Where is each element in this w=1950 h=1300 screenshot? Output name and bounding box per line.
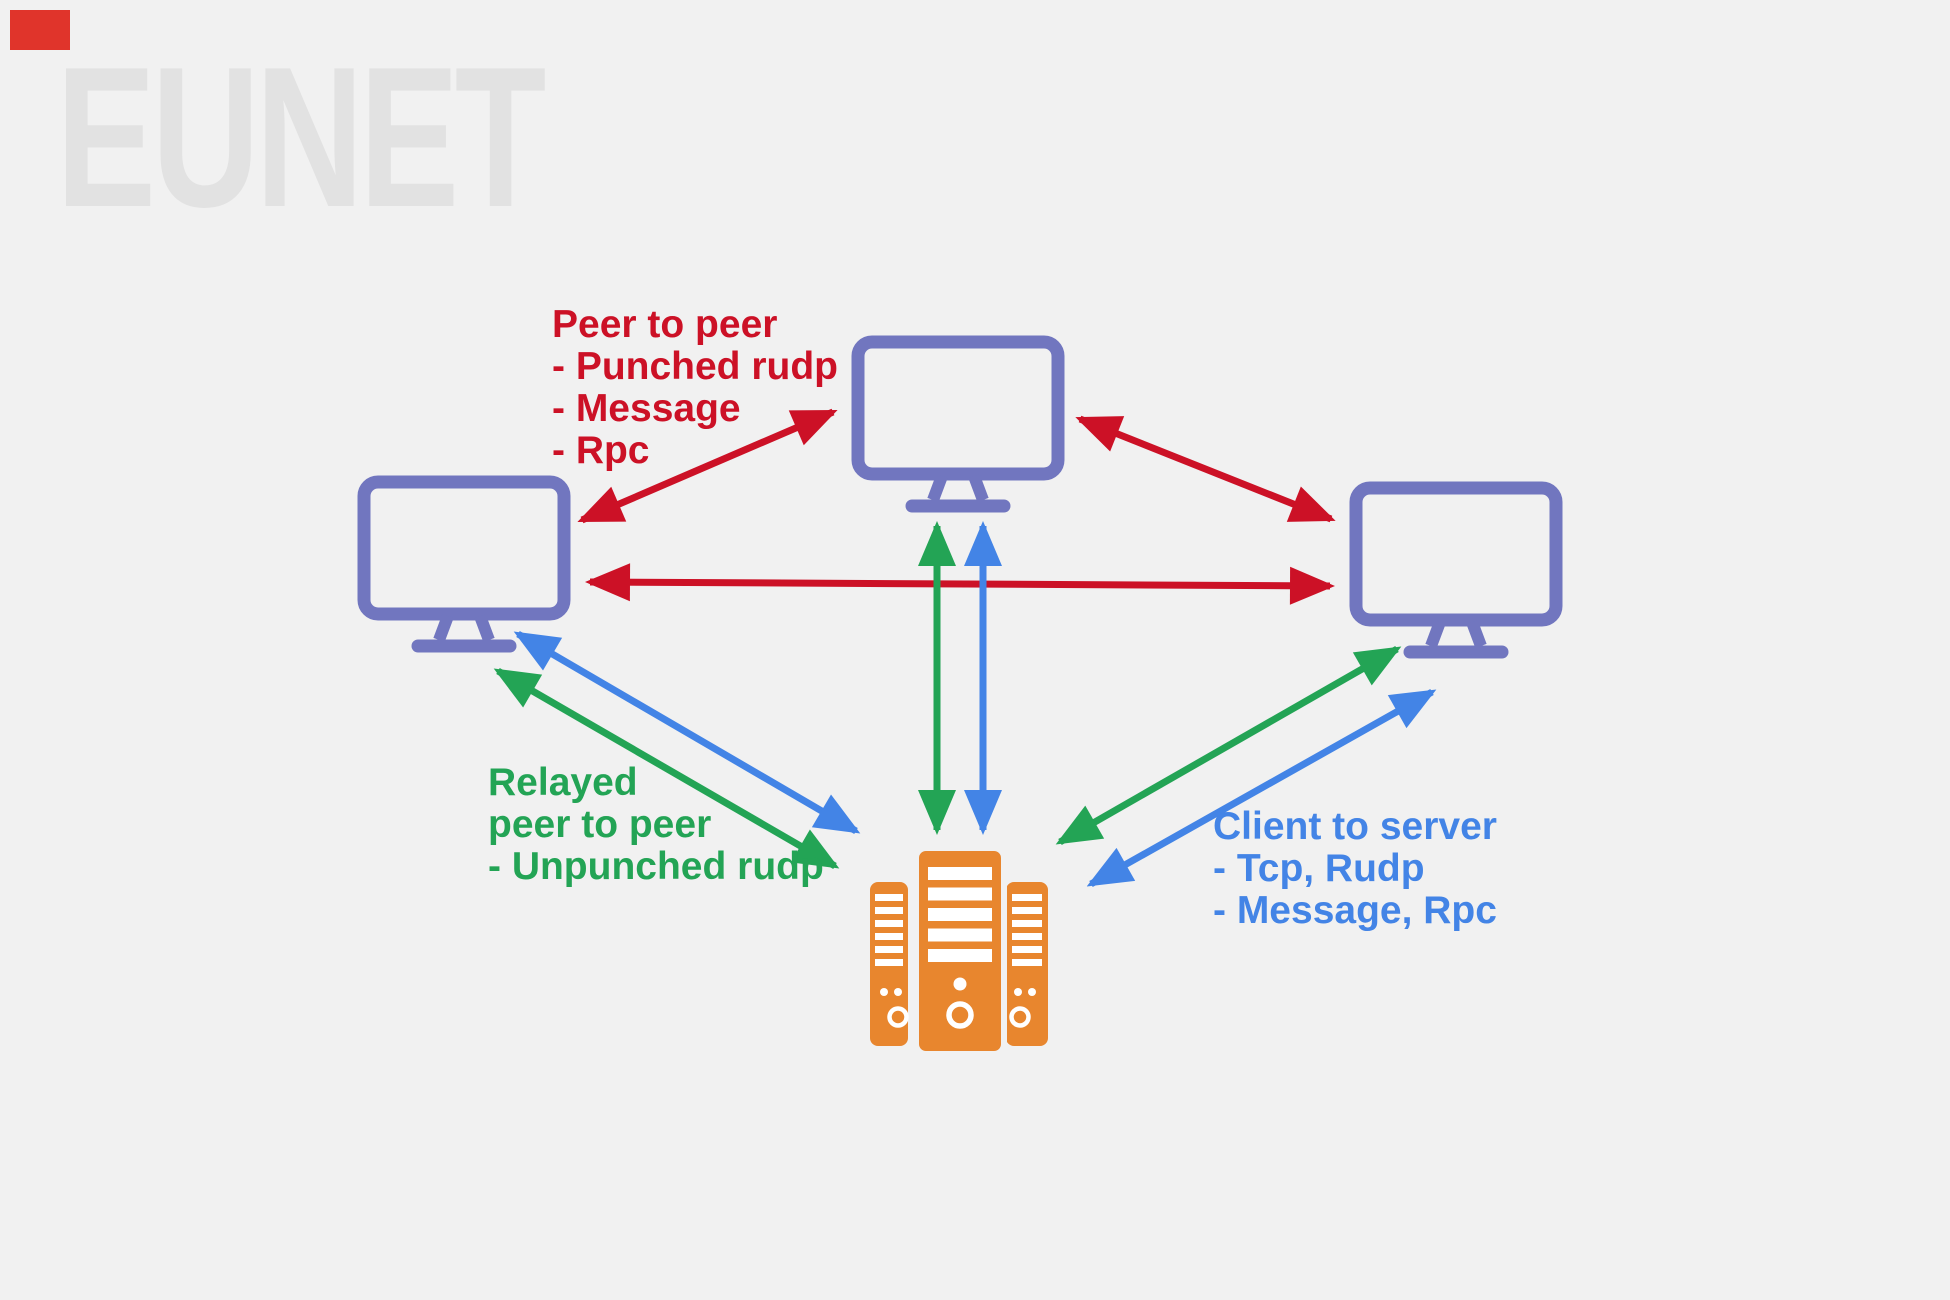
label-line: Peer to peer — [552, 303, 778, 346]
monitor-icon — [851, 335, 1065, 513]
recording-marker — [10, 10, 70, 50]
label-line: - Rpc — [552, 429, 650, 472]
client-to-server-label: Client to server - Tcp, Rudp - Message, … — [1213, 806, 1497, 932]
label-line: - Tcp, Rudp — [1213, 847, 1425, 890]
label-line: Client to server — [1213, 805, 1497, 848]
arrow-peer-left-right — [585, 563, 1335, 605]
label-line: - Message, Rpc — [1213, 889, 1497, 932]
monitor-icon — [1349, 481, 1563, 659]
label-line: Relayed — [488, 761, 638, 804]
arrow-client-right-server — [1086, 688, 1437, 888]
label-line: - Message — [552, 387, 741, 430]
server-cluster-icon — [870, 845, 1048, 1056]
arrow-peer-top-right — [1075, 415, 1336, 523]
monitor-icon — [357, 475, 571, 653]
peer-to-peer-label: Peer to peer - Punched rudp - Message - … — [552, 304, 838, 472]
label-line: - Unpunched rudp — [488, 845, 824, 888]
label-line: - Punched rudp — [552, 345, 838, 388]
arrow-peer-left-top — [577, 408, 838, 524]
relayed-peer-to-peer-label: Relayed peer to peer - Unpunched rudp — [488, 762, 824, 888]
arrow-client-left-server — [513, 630, 861, 835]
label-line: peer to peer — [488, 803, 712, 846]
watermark-title: EUNET — [56, 26, 546, 249]
